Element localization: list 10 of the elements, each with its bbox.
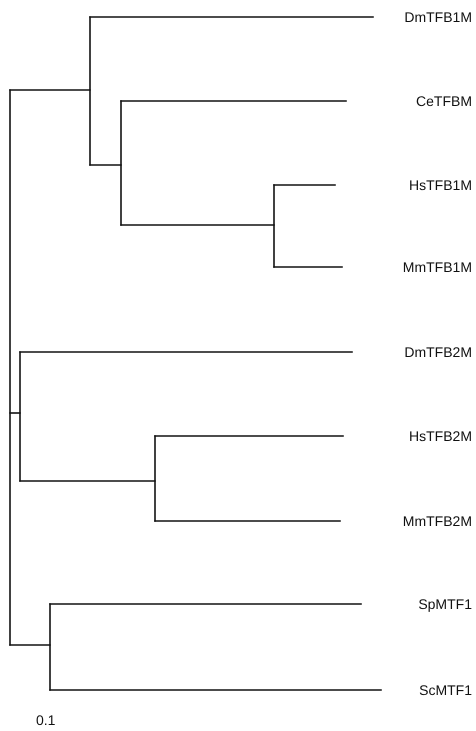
leaf-label: HsTFB2M — [409, 428, 472, 444]
leaf-label: MmTFB1M — [402, 259, 472, 275]
leaf-label: DmTFB2M — [404, 344, 472, 360]
leaf-label: MmTFB2M — [402, 513, 472, 529]
leaf-label: SpMTF1 — [418, 596, 472, 612]
leaf-label: HsTFB1M — [409, 177, 472, 193]
leaf-label: DmTFB1M — [404, 9, 472, 25]
leaf-label: ScMTF1 — [419, 682, 472, 698]
scale-label: 0.1 — [36, 712, 56, 728]
leaf-label: CeTFBM — [416, 93, 472, 109]
